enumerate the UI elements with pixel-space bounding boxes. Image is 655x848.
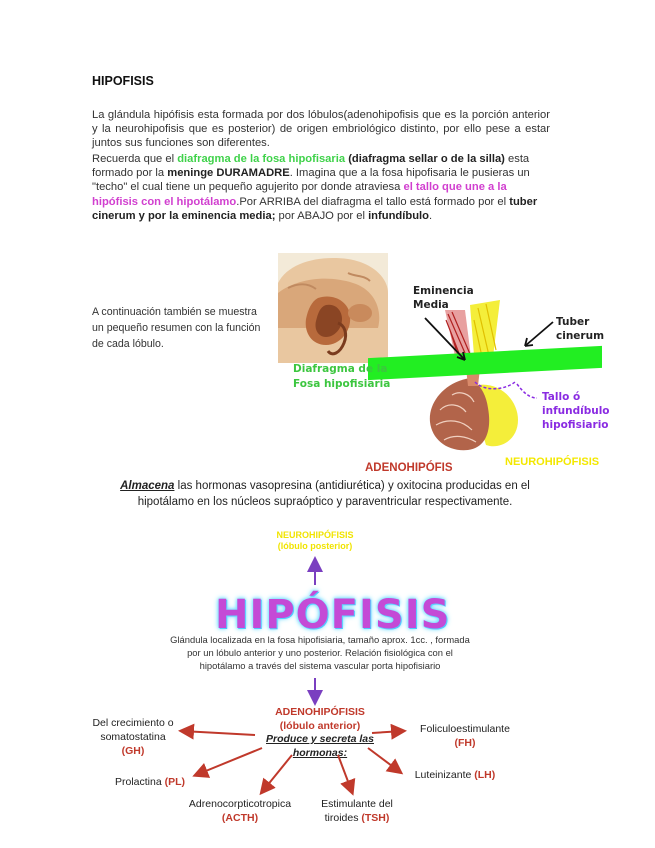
produce-text: Produce y secreta las hormonas: (266, 733, 374, 759)
hormone-pl: Prolactina (PL) (100, 775, 200, 789)
hormone-acth: Adrenocorpticotropica (ACTH) (175, 797, 305, 825)
hormone-abbr: (PL) (164, 776, 186, 788)
neurohipofisis-label: NEUROHIPÓFISIS (505, 456, 600, 468)
label-line: Fosa hipofisiaria (293, 378, 391, 390)
meninge-term: meninge DURAMADRE (167, 167, 290, 180)
para-text: .Por ARRIBA del diafragma el tallo está … (236, 195, 510, 208)
hormone-gh: Del crecimiento o somatostatina (GH) (78, 716, 188, 758)
adeno-subtitle: (lóbulo anterior) (279, 719, 361, 732)
label-line: Eminencia (413, 285, 474, 297)
adeno-title: ADENOHIPÓFISIS (275, 706, 365, 718)
hormone-abbr: (GH) (121, 745, 145, 757)
diaphragm-paragraph: Recuerda que el diafragma de la fosa hip… (92, 152, 550, 223)
almacena-rest: las hormonas vasopresina (antidiurética)… (137, 480, 530, 508)
hormone-name: Del crecimiento o somatostatina (92, 717, 174, 743)
hormone-name: Luteinizante (414, 769, 475, 781)
para-text: esta formado por la (92, 153, 530, 180)
diaphragm-highlight: diafragma de la fosa hipofisaria (177, 153, 346, 165)
label-line: Tallo ó (542, 391, 581, 403)
para-text: por ABAJO por el (275, 209, 369, 222)
adenohipofis-label: ADENOHIPÓFIS (365, 462, 453, 474)
arrow-acth (259, 754, 293, 796)
tuber-label: Tuber cinerum (556, 315, 604, 343)
tallo-highlight: el tallo que une a la hipófisis con el h… (92, 181, 507, 208)
arrow-tsh (337, 754, 356, 796)
infundibulo-term: infundíbulo (368, 209, 429, 222)
hormone-fh: Foliculoestimulante (FH) (405, 722, 525, 750)
label-line: cinerum (556, 330, 605, 342)
para-text: Recuerda que el (92, 153, 178, 165)
hormone-abbr: (ACTH) (221, 812, 259, 824)
hormone-name: Adrenocorpticotropica (188, 798, 292, 810)
adeno-lobe-block: ADENOHIPÓFISIS (lóbulo anterior) Produce… (250, 706, 390, 760)
sellar-note: (diafragma sellar o de la silla) (345, 153, 505, 165)
diagram-arrows (424, 317, 554, 399)
neuro-function-text: Almacena las hormonas vasopresina (antid… (100, 478, 550, 510)
almacena-word: Almacena (120, 480, 175, 492)
intro-paragraph: La glándula hipófisis esta formada por d… (92, 109, 550, 150)
hipofisis-title: HIPÓFISIS (215, 592, 451, 638)
para-text: . (428, 209, 433, 222)
label-line: (lóbulo posterior) (277, 541, 353, 551)
neuro-lobe-label: NEUROHIPÓFISIS (lóbulo posterior) (245, 530, 385, 552)
side-note: A continuación también se muestra un peq… (92, 306, 261, 350)
label-line: hipofisiario (542, 419, 609, 431)
label-line: infundíbulo (542, 405, 610, 417)
tuber-term: tuber cinerum y por la eminencia media; (92, 195, 538, 222)
label-line: Media (413, 299, 449, 311)
arrow-gh (178, 723, 256, 740)
hormone-abbr: (TSH) (361, 812, 390, 824)
diafragma-label: Diafragma de la Fosa hipofisiaria (293, 362, 390, 392)
hipofisis-description: Glándula localizada en la fosa hipofisia… (170, 634, 470, 671)
hormone-abbr: (LH) (474, 769, 496, 781)
hormone-name: Prolactina (114, 776, 165, 788)
brain-section-image (278, 253, 388, 363)
tallo-label: Tallo ó infundíbulo hipofisiario (542, 390, 610, 432)
document-title: HIPOFISIS (92, 74, 154, 88)
hormone-abbr: (FH) (454, 737, 476, 749)
hormone-lh: Luteinizante (LH) (400, 768, 510, 782)
label-line: NEUROHIPÓFISIS (276, 530, 354, 540)
hormone-tsh: Estimulante del tiroides (TSH) (312, 797, 402, 825)
label-line: Tuber (556, 316, 590, 328)
hormone-name: Foliculoestimulante (420, 723, 510, 735)
eminencia-label: Eminencia Media (413, 284, 474, 312)
hormone-name: Estimulante del tiroides (321, 798, 393, 824)
para-text: . Imagina que a la fosa hipofisaria le p… (92, 167, 530, 194)
label-line: Diafragma de la (293, 363, 388, 375)
